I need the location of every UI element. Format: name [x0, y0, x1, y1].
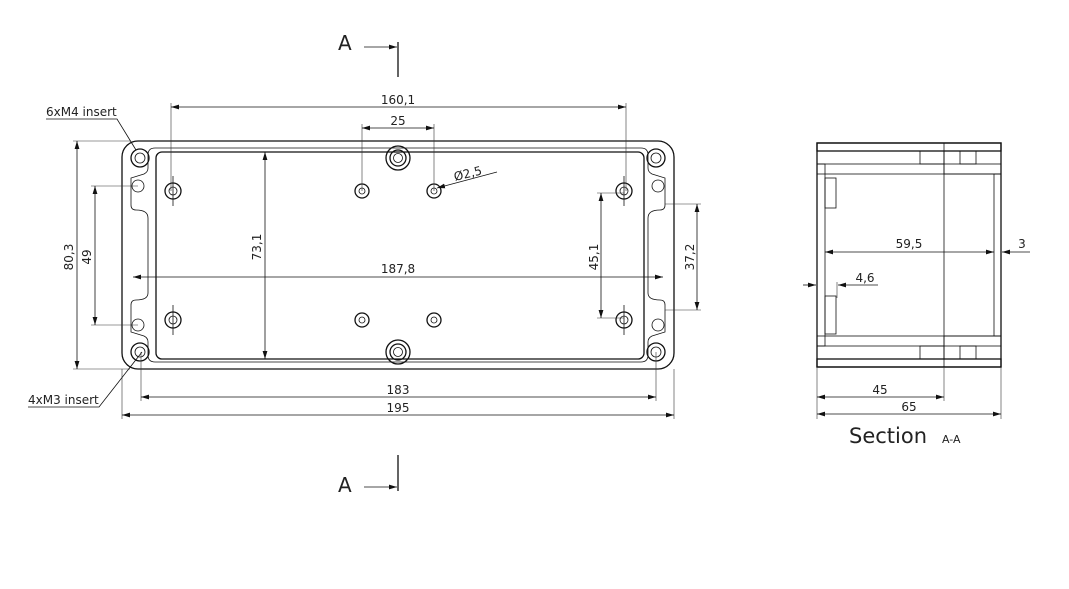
dim-45: 45: [816, 367, 945, 419]
dim-label: 25: [390, 114, 405, 128]
m3-inserts: [131, 179, 665, 332]
m4-inserts: [130, 145, 666, 365]
dim-4-6: 4,6: [803, 271, 878, 298]
dim-label: 65: [901, 400, 916, 414]
dim-45-1: 45,1: [587, 192, 624, 319]
gasket-groove: [130, 147, 666, 363]
dim-187-8: 187,8: [133, 262, 663, 280]
dim-label: 37,2: [683, 244, 697, 271]
dim-label: 45,1: [587, 244, 601, 271]
callout-m3-insert: 4xM3 insert: [28, 351, 143, 408]
dim-label: 73,1: [250, 234, 264, 261]
dim-label: 49: [80, 249, 94, 264]
dim-37-2: 37,2: [665, 203, 701, 311]
dim-183: 183: [140, 352, 657, 401]
enclosure-outline: [121, 140, 675, 370]
center-holes: [354, 183, 442, 328]
dim-label: 45: [872, 383, 887, 397]
front-view: 160,1 25 Ø2,5 187,8 73,1 80,3 49 45,1 37…: [28, 93, 701, 419]
section-view: 59,5 3 4,6 45 65 Section A-A: [803, 142, 1030, 448]
dim-25: 25: [361, 114, 435, 191]
dim-label: 4,6: [855, 271, 874, 285]
section-label-bottom: A: [338, 473, 352, 497]
section-label-top: A: [338, 31, 352, 55]
dim-49: 49: [80, 185, 138, 326]
dim-160-1: 160,1: [170, 93, 627, 191]
callout-label: 4xM3 insert: [28, 393, 99, 407]
dim-label: 183: [387, 383, 410, 397]
section-marker-top: A: [338, 31, 399, 77]
dim-hole-diameter: Ø2,5: [436, 163, 498, 189]
dim-label: 80,3: [62, 244, 76, 271]
section-marker-bottom: A: [338, 455, 399, 497]
dim-65: 65: [817, 367, 1002, 419]
section-title-suffix: A-A: [942, 433, 961, 446]
dim-195: 195: [121, 369, 675, 419]
dim-label: 187,8: [381, 262, 415, 276]
dim-label: 195: [387, 401, 410, 415]
dim-3: 3: [1002, 237, 1030, 255]
dim-label: 160,1: [381, 93, 415, 107]
callout-label: 6xM4 insert: [46, 105, 117, 119]
inner-cavity: [155, 151, 645, 360]
dim-label: Ø2,5: [452, 163, 483, 183]
dim-80-3: 80,3: [62, 140, 130, 370]
dim-59-5: 59,5: [825, 237, 994, 255]
mounting-bosses: [164, 176, 633, 335]
dim-label: 59,5: [896, 237, 923, 251]
dim-73-1: 73,1: [250, 152, 268, 359]
callout-m4-insert: 6xM4 insert: [46, 105, 137, 151]
dim-label: 3: [1018, 237, 1026, 251]
section-title: Section: [849, 424, 927, 448]
